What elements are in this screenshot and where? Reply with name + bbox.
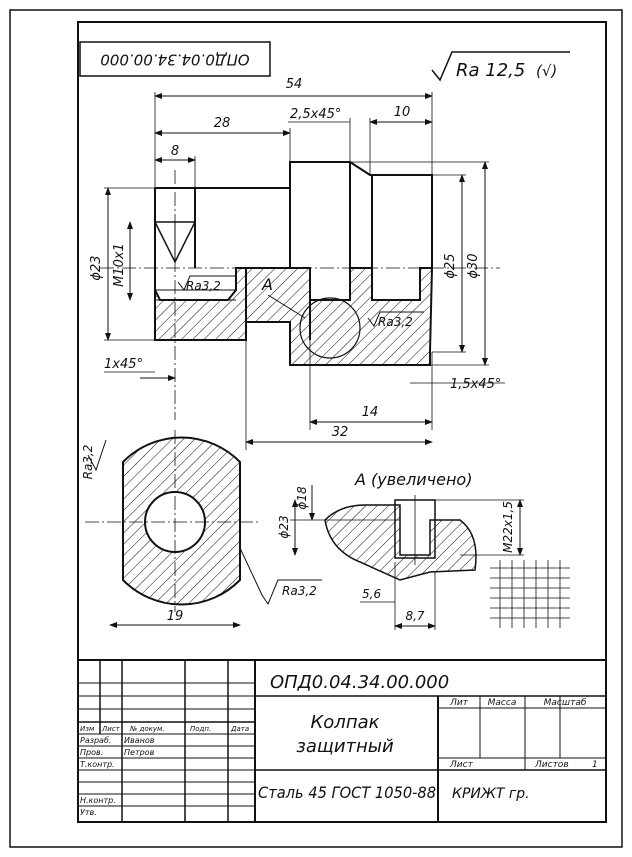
dim-chamfer-1: 1x45° bbox=[104, 357, 143, 372]
detail-dim-dia18: ϕ18 bbox=[295, 486, 309, 510]
side-view: 19 Ra3,2 Ra3,2 bbox=[81, 430, 322, 628]
general-roughness: Ra 12,5 (√) bbox=[431, 51, 570, 82]
roughness-general-value: Ra 12,5 bbox=[456, 60, 525, 81]
dim-19: 19 bbox=[167, 609, 184, 624]
dim-dia30: ϕ30 bbox=[466, 253, 481, 278]
dim-10: 10 bbox=[394, 105, 411, 120]
tb-rev-list: Лист bbox=[101, 725, 121, 733]
detail-dim-dia23: ϕ23 bbox=[277, 515, 291, 538]
dim-dia25: ϕ25 bbox=[443, 253, 458, 278]
outer-frame bbox=[9, 9, 623, 848]
dim-thread-m10: M10x1 bbox=[112, 243, 127, 287]
tb-role-prov: Пров. bbox=[80, 748, 103, 757]
tb-sheets-value: 1 bbox=[592, 760, 598, 770]
tb-part-name-2: защитный bbox=[296, 736, 394, 757]
detail-title: A (увеличено) bbox=[354, 470, 472, 489]
tb-rev-date: Дата bbox=[230, 725, 249, 733]
roughness-mark-2: Ra3,2 bbox=[378, 315, 413, 329]
tb-part-name-1: Колпак bbox=[311, 712, 380, 733]
tb-designation: ОПД0.04.34.00.000 bbox=[270, 672, 449, 693]
tb-sheet-label: Лист bbox=[449, 760, 474, 770]
dim-14: 14 bbox=[362, 405, 379, 420]
tb-name-prov: Петров bbox=[124, 748, 155, 757]
dim-chamfer-25: 2,5x45° bbox=[290, 107, 341, 122]
tb-rev-sign: Подп. bbox=[190, 725, 211, 733]
tb-sheets-label: Листов bbox=[534, 760, 569, 770]
tb-role-tkontr: Т.контр. bbox=[80, 760, 115, 769]
tb-name-razrab: Иванов bbox=[124, 736, 155, 745]
roughness-mark-1: Ra3,2 bbox=[186, 279, 221, 293]
detail-dim-thread: M22x1,5 bbox=[501, 501, 515, 553]
tb-col-mass: Масса bbox=[488, 698, 517, 708]
tb-role-nkontr: Н.контр. bbox=[80, 796, 116, 805]
tb-organization: КРИЖТ гр. bbox=[452, 786, 530, 802]
rotated-stamp: ОПД0.04.34.00.000 bbox=[79, 41, 271, 77]
roughness-mark-4: Ra3,2 bbox=[282, 584, 317, 598]
main-view: A 54 28 8 2,5x45° 10 ϕ23 M10x1 ϕ25 ϕ30 bbox=[89, 77, 505, 450]
tb-col-scale: Масштаб bbox=[544, 698, 587, 708]
reference-grid bbox=[490, 560, 570, 628]
dim-32: 32 bbox=[332, 425, 349, 440]
detail-a: A (увеличено) ϕ23 ϕ18 M22x1,5 5,6 8,7 bbox=[277, 470, 524, 630]
dim-28: 28 bbox=[214, 116, 231, 131]
detail-dim-56: 5,6 bbox=[362, 587, 381, 601]
tb-material: Сталь 45 ГОСТ 1050-88 bbox=[258, 783, 436, 802]
roughness-mark-3: Ra3,2 bbox=[81, 445, 95, 480]
tb-rev-izm: Изм bbox=[80, 725, 95, 733]
detail-dim-87: 8,7 bbox=[405, 609, 424, 623]
dim-chamfer-15: 1,5x45° bbox=[450, 377, 501, 392]
tb-role-razrab: Разраб. bbox=[80, 736, 111, 745]
section-a-label: A bbox=[261, 275, 273, 294]
tb-col-lit: Лит bbox=[449, 698, 469, 708]
dim-dia23: ϕ23 bbox=[89, 255, 104, 280]
dim-54: 54 bbox=[286, 77, 303, 92]
roughness-general-suffix: (√) bbox=[536, 62, 557, 80]
tb-role-utv: Утв. bbox=[80, 808, 97, 817]
title-block bbox=[77, 659, 607, 823]
stamp-code-text: ОПД0.04.34.00.000 bbox=[100, 51, 249, 69]
dim-8: 8 bbox=[171, 144, 179, 159]
tb-rev-doc: № докум. bbox=[129, 725, 165, 733]
